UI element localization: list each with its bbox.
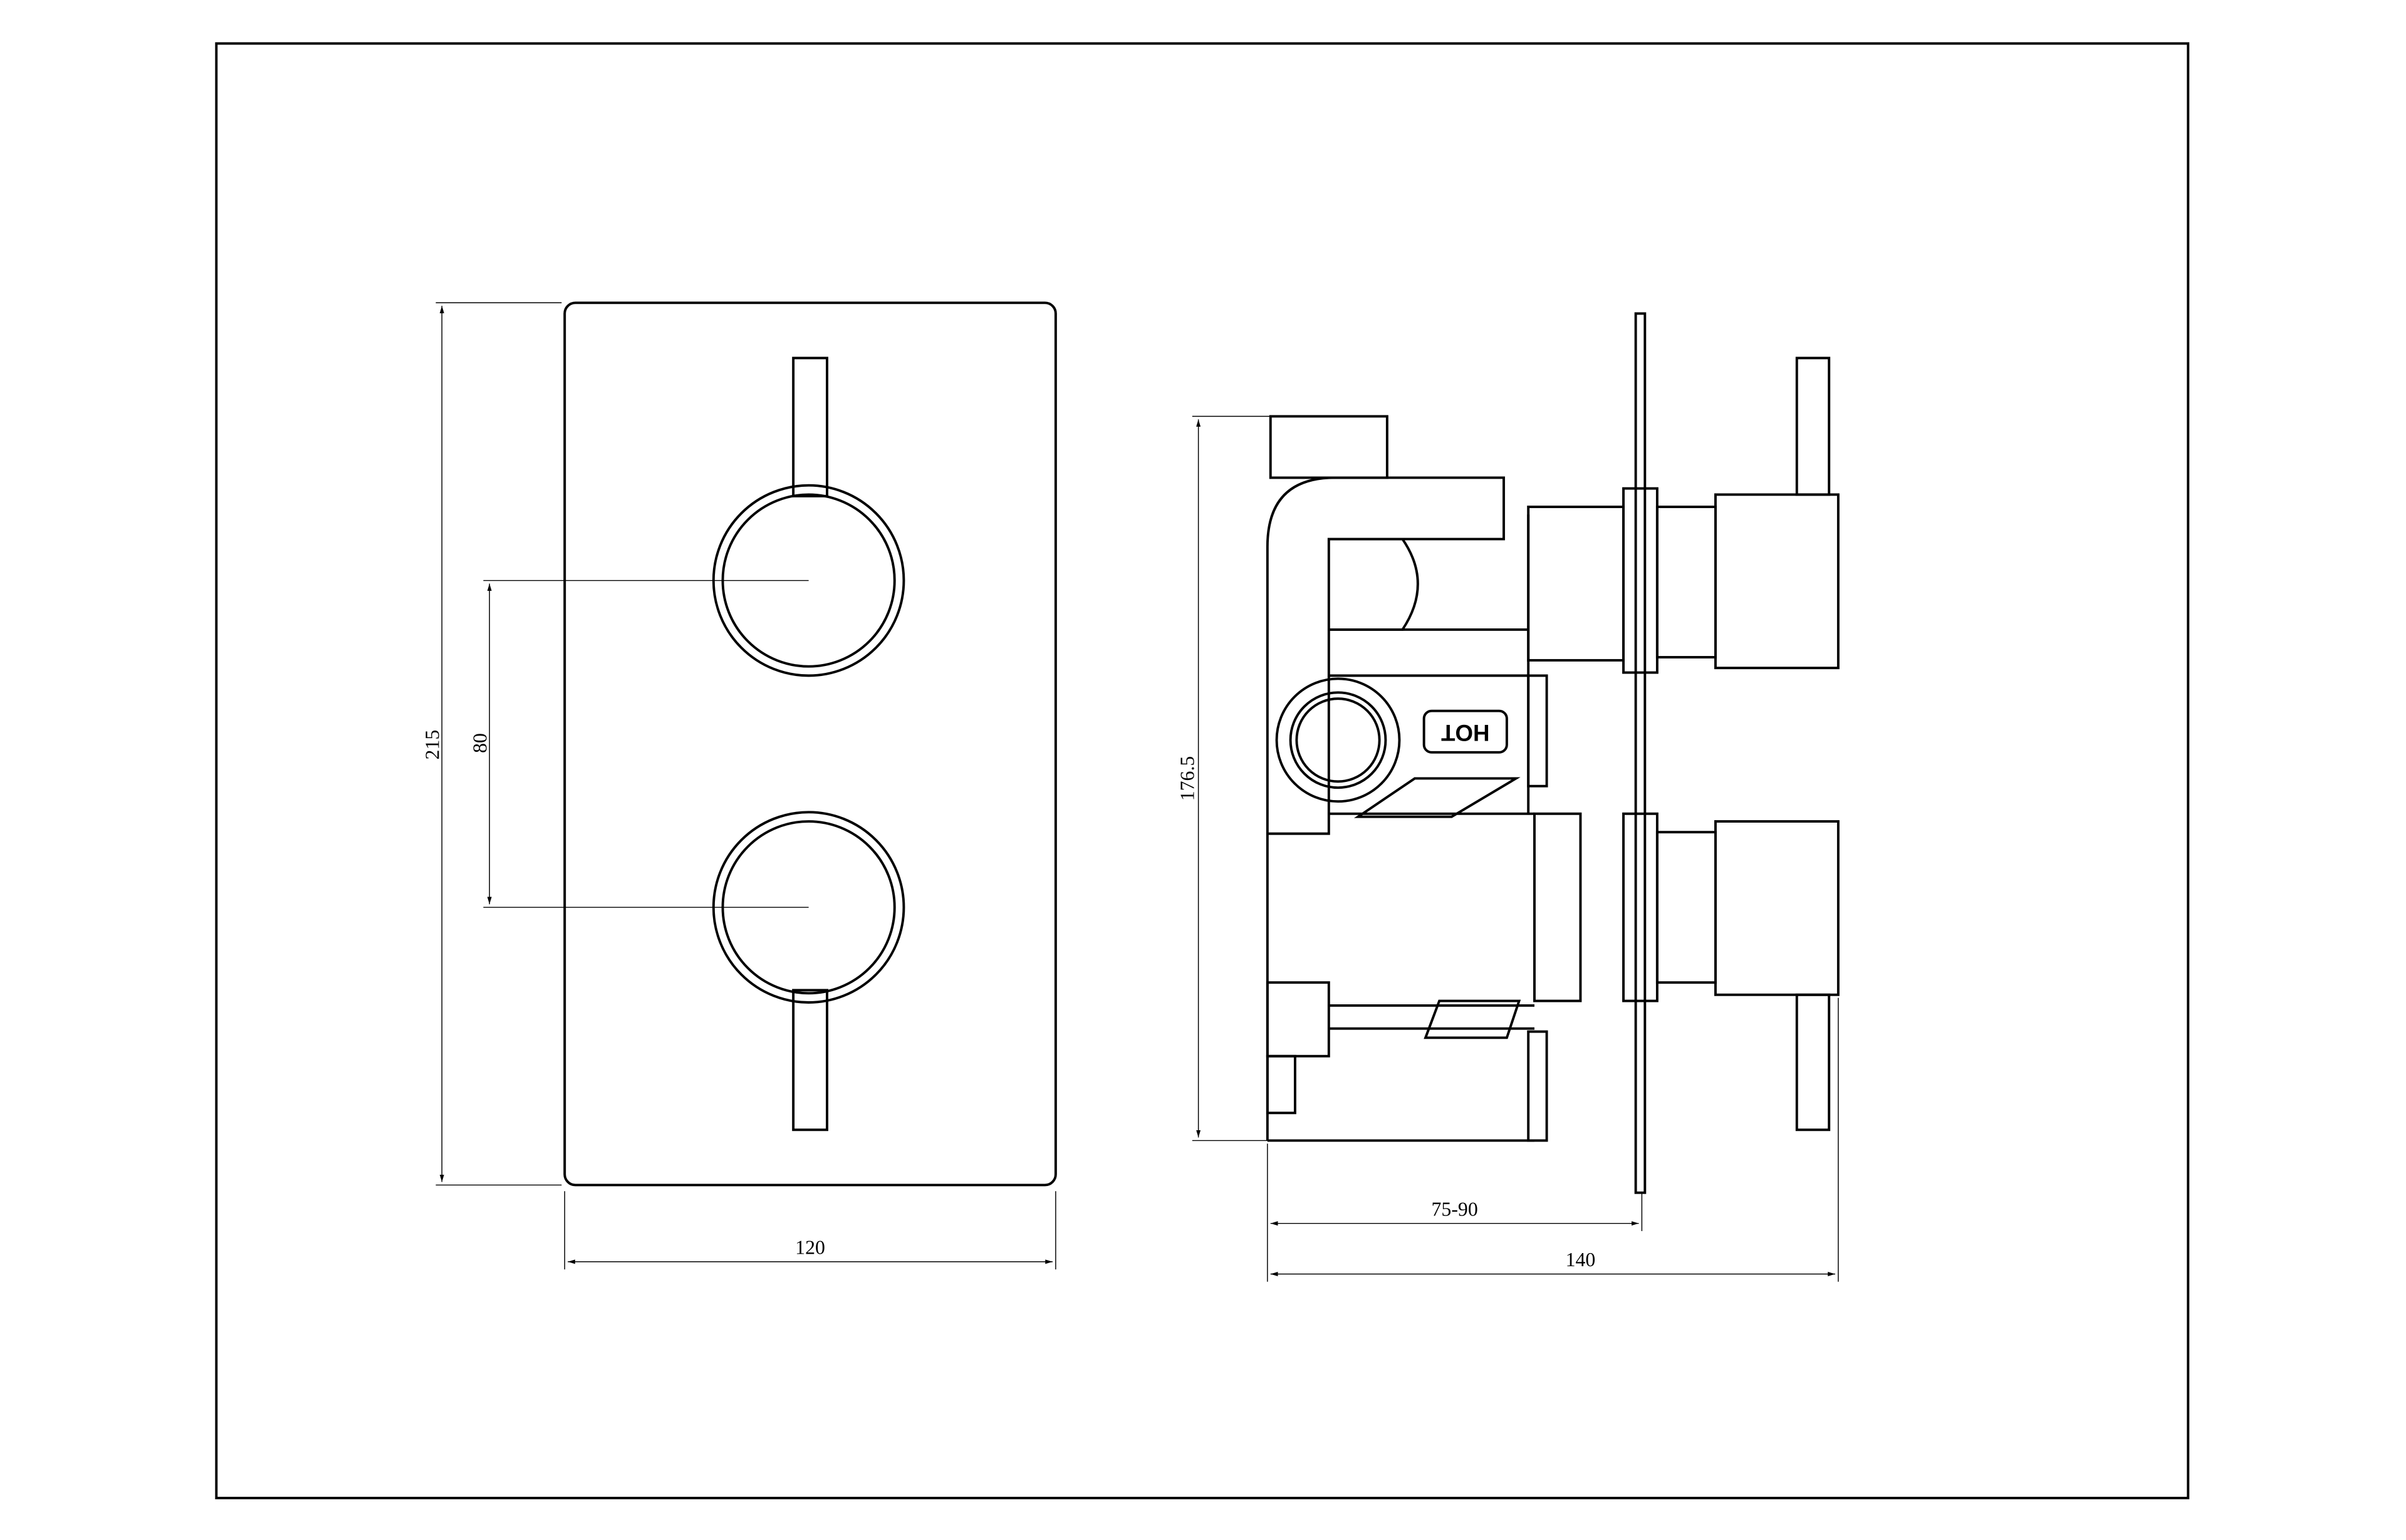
diverter-bulge bbox=[1328, 538, 1419, 631]
lower-stem bbox=[1655, 831, 1717, 984]
dimension-label-body-height: 176.5 bbox=[1176, 756, 1198, 801]
dimension-body-height: 176.5 bbox=[1176, 415, 1271, 1142]
dimension-handle-spacing: 80 bbox=[469, 580, 809, 908]
dimension-total-depth: 140 bbox=[1270, 997, 1839, 1282]
dimension-height: 215 bbox=[421, 302, 562, 1186]
lower-outlet-stub bbox=[1266, 1054, 1296, 1115]
upper-bracket bbox=[1353, 777, 1521, 818]
inlet-port-inner bbox=[1295, 697, 1381, 783]
front-view: 215 80 120 bbox=[421, 301, 1057, 1270]
lower-side-lever bbox=[1795, 993, 1831, 1132]
outlet-pipe bbox=[1266, 476, 1505, 1141]
upper-nut bbox=[1527, 674, 1548, 788]
dimension-label-total-depth: 140 bbox=[1566, 1249, 1596, 1271]
upper-valve-housing bbox=[1527, 506, 1625, 662]
side-view: HOT 176.5 75-90 140 bbox=[1176, 312, 1840, 1282]
dimension-wall-depth: 75-90 bbox=[1267, 1143, 1643, 1282]
upper-handle-body bbox=[1714, 493, 1840, 670]
dimension-label-spacing: 80 bbox=[469, 733, 491, 753]
lower-flange-ring bbox=[1622, 812, 1659, 1002]
top-outlet-block bbox=[1269, 415, 1388, 479]
inlet-port-mid bbox=[1289, 691, 1387, 789]
inlet-port-outer bbox=[1275, 677, 1401, 803]
lower-handle-body bbox=[1714, 820, 1840, 996]
wall-plate-edge bbox=[1634, 312, 1647, 1194]
drawing-border bbox=[215, 42, 2190, 1499]
lower-bracket bbox=[1424, 999, 1521, 1039]
upper-side-lever bbox=[1795, 356, 1831, 496]
upper-flange-ring bbox=[1622, 487, 1659, 674]
dimension-label-wall-depth: 75-90 bbox=[1431, 1198, 1477, 1220]
lower-outlet-block bbox=[1266, 981, 1330, 1058]
lower-valve-housing bbox=[1533, 812, 1582, 1002]
dimension-width: 120 bbox=[564, 1191, 1056, 1270]
hot-label: HOT bbox=[1440, 720, 1489, 746]
dimension-label-height: 215 bbox=[421, 730, 443, 760]
lower-lever-handle bbox=[792, 989, 828, 1132]
upper-lever-handle bbox=[792, 356, 828, 497]
dimension-label-width: 120 bbox=[795, 1237, 825, 1259]
lower-nut bbox=[1527, 1030, 1548, 1142]
upper-stem bbox=[1655, 506, 1717, 658]
cover-plate bbox=[563, 301, 1057, 1187]
hot-label-badge: HOT bbox=[1422, 709, 1508, 754]
